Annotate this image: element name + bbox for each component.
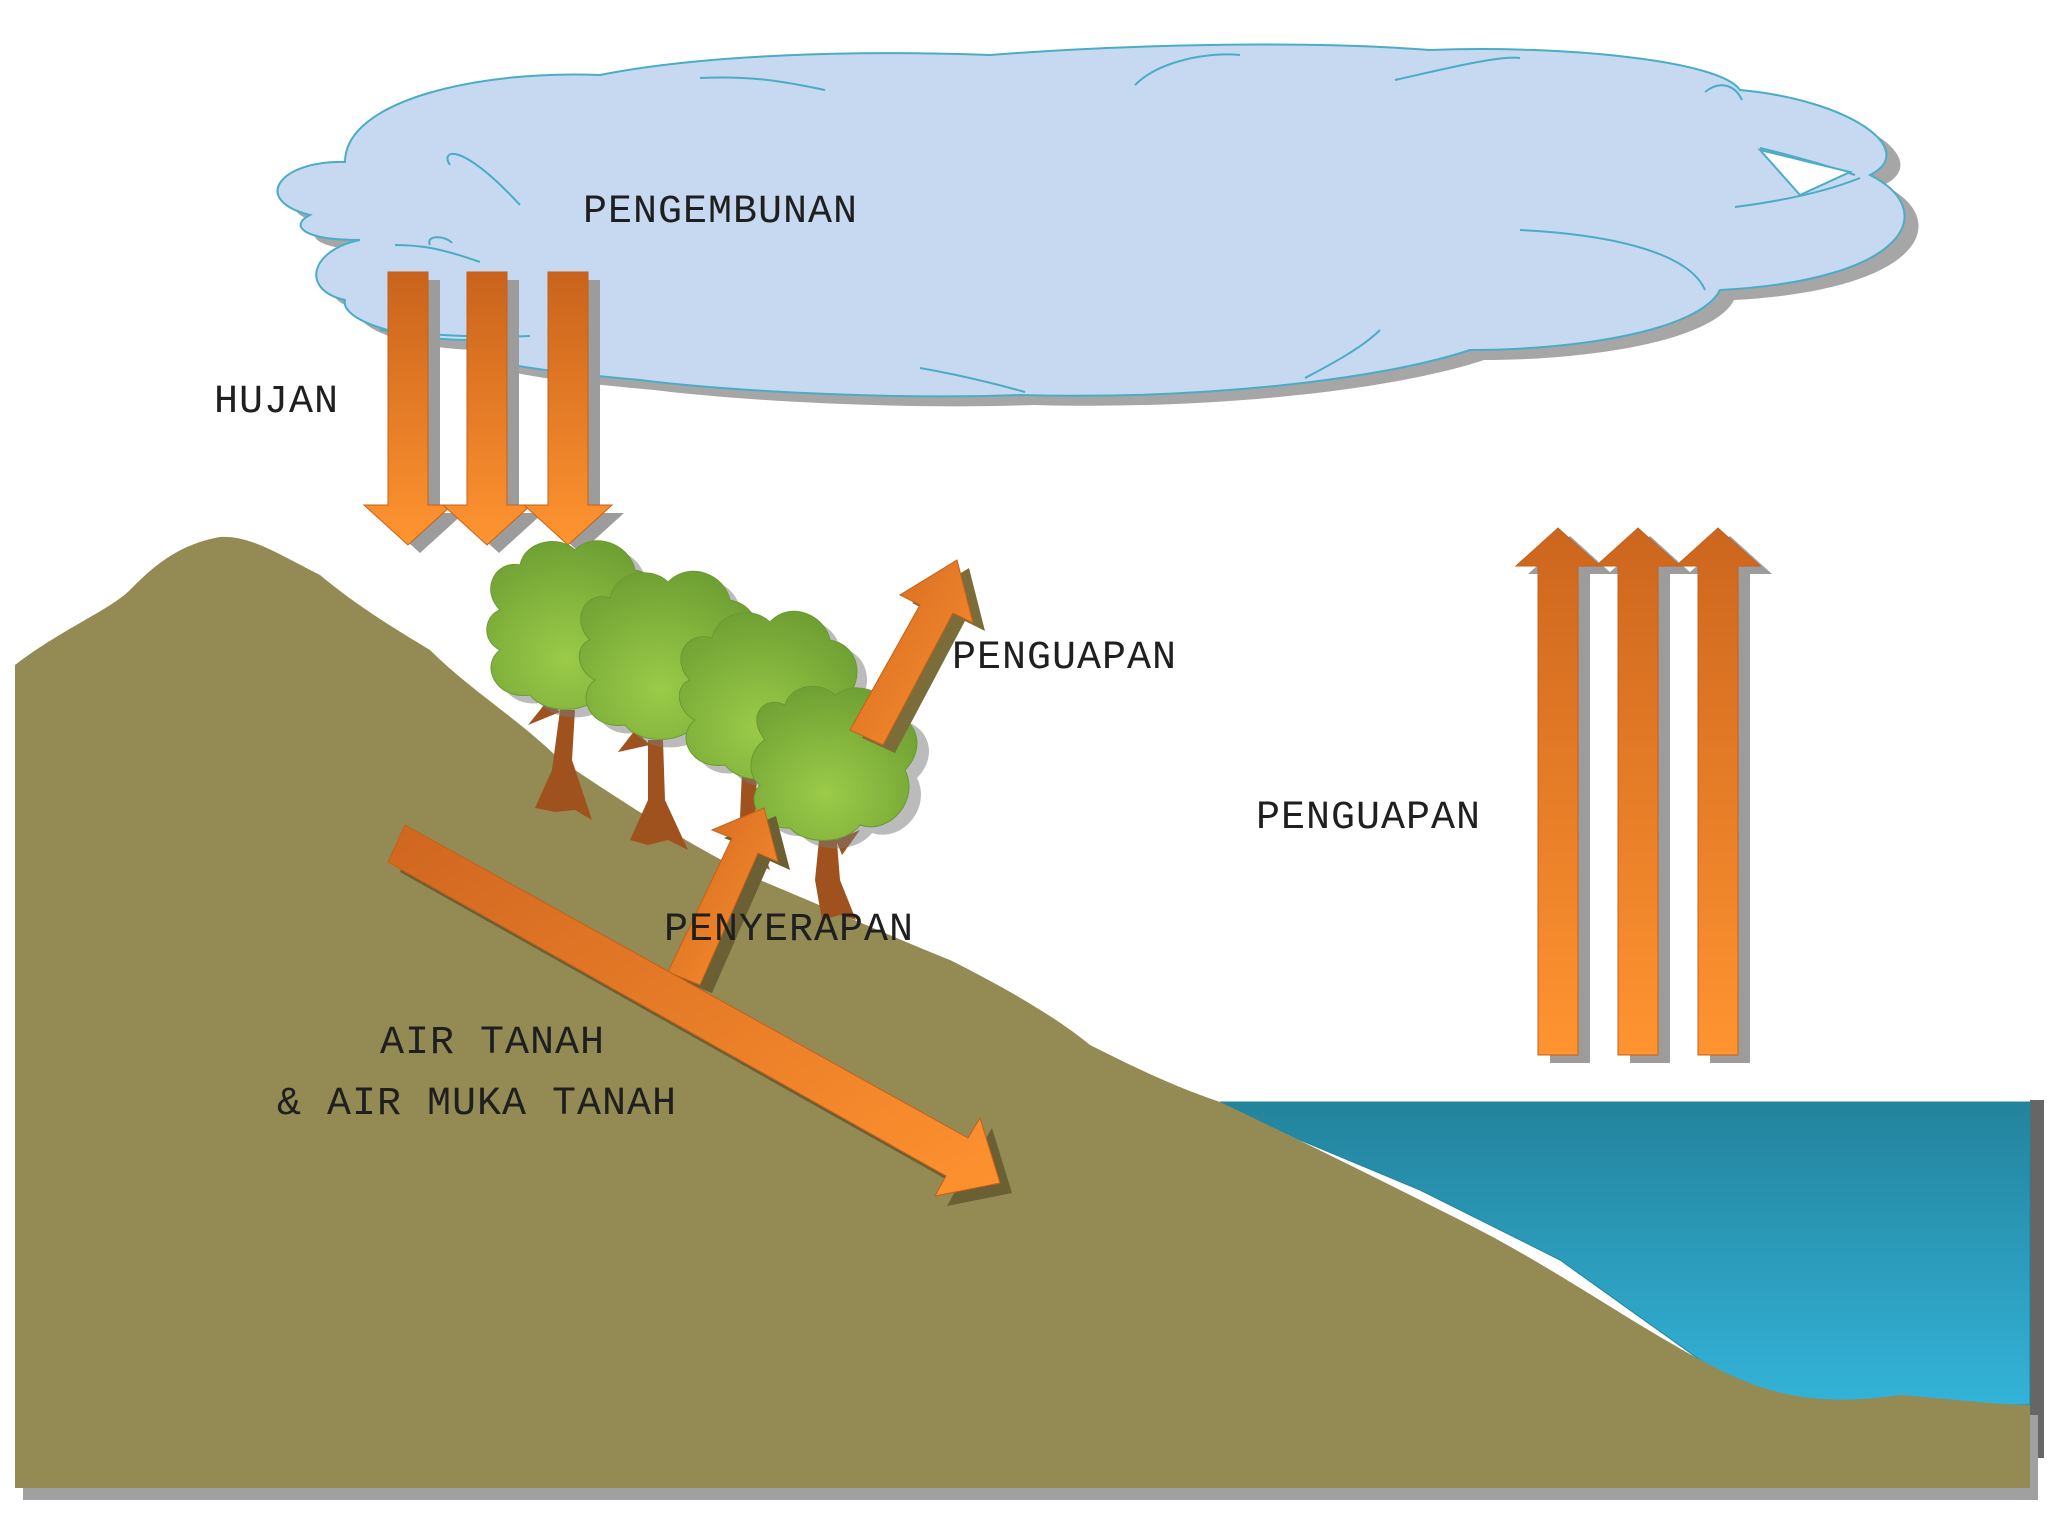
arrow-icon (849, 559, 985, 753)
rain-arrows (362, 271, 624, 553)
arrow-icon (387, 824, 1012, 1206)
label-evaporation: PENGUAPAN (1256, 796, 1481, 841)
label-groundwater-line1: AIR TANAH (380, 1021, 605, 1066)
arrow-icon (667, 807, 790, 993)
arrow-icon (522, 271, 624, 553)
evaporation-arrows (1514, 527, 1772, 1063)
trees (486, 540, 929, 920)
arrow-icon (1674, 527, 1772, 1063)
arrow-icon (1594, 527, 1692, 1063)
hillside (15, 536, 2038, 1500)
label-rain: HUJAN (214, 380, 339, 425)
label-condensation: PENGEMBUNAN (583, 190, 858, 235)
cloud-icon (276, 43, 1919, 407)
arrow-icon (1514, 527, 1612, 1063)
label-transpiration: PENGUAPAN (952, 636, 1177, 681)
arrow-icon (362, 271, 464, 553)
label-absorption: PENYERAPAN (664, 908, 914, 953)
label-groundwater-line2: & AIR MUKA TANAH (277, 1082, 677, 1127)
arrow-icon (441, 271, 543, 553)
